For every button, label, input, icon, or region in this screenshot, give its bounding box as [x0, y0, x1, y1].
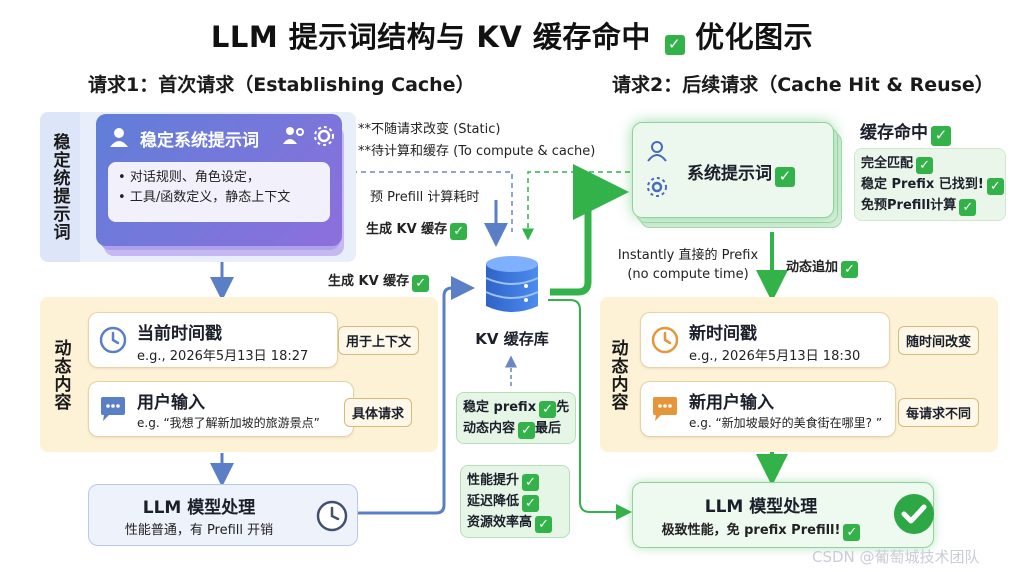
user-input-title: 用户输入 [137, 393, 205, 413]
new-timestamp-sub: e.g., 2026年5月13日 18:30 [689, 349, 861, 364]
cache-hit-line: 稳定 Prefix 已找到!✓ [861, 174, 1004, 195]
system-card-title: 稳定系统提示词 [140, 131, 259, 151]
new-user-input-title: 新用户输入 [689, 393, 774, 413]
title-text: LLM 提示词结构与 KV 缓存命中 [210, 20, 651, 54]
order-line-1: 稳定 prefix✓先 [463, 400, 570, 418]
clock-icon [315, 499, 349, 533]
cache-hit-line: 完全匹配✓ [861, 153, 999, 174]
arrow-llm-to-kv [358, 276, 475, 515]
prefill-cost-label: 预 Prefill 计算耗时 [368, 186, 482, 205]
check-icon: ✓ [535, 516, 553, 533]
check-icon: ✓ [412, 275, 430, 292]
performance-badge: 性能提升✓ 延迟降低✓ 资源效率高✓ [460, 465, 570, 538]
left-llm-card: LLM 模型处理 性能普通，有 Prefill 开销 [88, 484, 358, 546]
check-icon: ✓ [522, 495, 540, 512]
user-icon [645, 139, 669, 163]
stable-vertical-label: 稳定统提示词 [40, 112, 80, 262]
clock-icon [99, 326, 127, 354]
instant-line-1: Instantly 直接的 Prefix [617, 248, 759, 263]
title-suffix: 优化图示 [695, 20, 814, 54]
dashed-hit-line [522, 171, 630, 241]
timestamp-card: 当前时间戳 e.g., 2026年5月13日 18:27 [88, 312, 338, 368]
check-icon: ✓ [959, 199, 977, 216]
watermark: CSDN @葡萄城技术团队 [812, 548, 980, 566]
left-heading: 请求1：首次请求（Establishing Cache） [88, 74, 475, 96]
perf-line: 性能提升✓ [467, 470, 563, 491]
right-heading: 请求2：后续请求（Cache Hit & Reuse） [612, 74, 994, 96]
system-card-bullets: • 对话规则、角色设定， • 工具/函数定义，静态上下文 [108, 162, 330, 222]
user-input-card: 用户输入 e.g. “我想了解新加坡的旅游景点” [88, 381, 354, 437]
new-user-input-tag: 每请求不同 [898, 398, 980, 427]
user-icon [108, 126, 130, 148]
chat-bubble-icon [99, 396, 127, 422]
right-system-prompt-card: 系统提示词✓ [632, 122, 834, 218]
timestamp-title: 当前时间戳 [137, 324, 222, 344]
gen-kv-label-1: 生成 KV 缓存✓ [366, 218, 468, 240]
gen-kv-label-2: 生成 KV 缓存✓ [328, 270, 430, 292]
kv-store-label: KV 缓存库 [475, 330, 549, 348]
note-compute: **待计算和缓存 (To compute & cache) [358, 144, 596, 159]
left-dynamic-vertical-label: 动态内容 [50, 338, 71, 411]
new-timestamp-card: 新时间戳 e.g., 2026年5月13日 18:30 [640, 312, 890, 368]
check-icon: ✓ [450, 223, 468, 240]
check-icon: ✓ [664, 34, 685, 55]
timestamp-tag: 用于上下文 [338, 326, 420, 355]
check-icon: ✓ [518, 422, 536, 439]
instant-line-2: (no compute time) [627, 267, 749, 282]
cache-hit-details: 完全匹配✓ 稳定 Prefix 已找到!✓ 免预Prefill计算✓ [854, 148, 1006, 221]
chat-bubble-icon [651, 396, 679, 422]
new-user-input-sub: e.g. “新加坡最好的美食街在哪里? ” [689, 416, 883, 430]
new-timestamp-tag: 随时间改变 [898, 326, 980, 355]
check-icon: ✓ [522, 474, 540, 491]
new-user-input-card: 新用户输入 e.g. “新加坡最好的美食街在哪里? ” [640, 381, 896, 437]
left-llm-title: LLM 模型处理 [142, 498, 256, 518]
right-llm-card: LLM 模型处理 极致性能，免 prefix Prefill!✓ [632, 482, 934, 548]
order-line-2: 动态内容✓最后 [463, 421, 562, 439]
page-title: LLM 提示词结构与 KV 缓存命中 ✓ 优化图示 [0, 14, 1024, 56]
timestamp-sub: e.g., 2026年5月13日 18:27 [137, 349, 309, 364]
clock-icon [651, 326, 679, 354]
check-icon: ✓ [986, 178, 1004, 195]
gear-icon [312, 124, 336, 148]
left-llm-sub: 性能普通，有 Prefill 开销 [124, 523, 274, 538]
arrow-kv-to-right-llm [548, 299, 632, 520]
system-prompt-card: 稳定系统提示词 • 对话规则、角色设定， • 工具/函数定义，静态上下文 [96, 114, 342, 246]
check-icon: ✓ [539, 401, 557, 418]
dashed-prefill-line [352, 171, 513, 232]
right-llm-title: LLM 模型处理 [704, 497, 818, 517]
check-icon: ✓ [841, 261, 859, 278]
user-input-sub: e.g. “我想了解新加坡的旅游景点” [137, 416, 320, 430]
bullet-item: • 工具/函数定义，静态上下文 [118, 190, 291, 205]
note-static: **不随请求改变 (Static) [358, 122, 501, 137]
check-icon: ✓ [843, 524, 861, 541]
cache-hit-title: 缓存命中✓ [860, 118, 951, 146]
check-icon: ✓ [775, 166, 795, 187]
instant-prefix-label: Instantly 直接的 Prefix (no compute time) [604, 246, 772, 284]
right-dynamic-vertical-label: 动态内容 [607, 338, 628, 411]
users-gear-icon [282, 124, 306, 148]
cache-hit-line: 免预Prefill计算✓ [861, 195, 999, 216]
database-icon [480, 252, 544, 318]
order-badge: 稳定 prefix✓先 动态内容✓最后 [456, 392, 576, 444]
check-icon: ✓ [931, 125, 951, 146]
dynamic-append-label: 动态追加✓ [786, 256, 859, 278]
check-icon: ✓ [916, 157, 934, 174]
perf-line: 延迟降低✓ [467, 491, 563, 512]
right-llm-sub: 极致性能，免 prefix Prefill!✓ [633, 519, 889, 541]
new-timestamp-title: 新时间戳 [689, 324, 757, 344]
arrow-kv-to-right-system [550, 164, 629, 296]
user-input-tag: 具体请求 [344, 398, 413, 427]
perf-line: 资源效率高✓ [467, 512, 563, 533]
gear-icon [645, 175, 669, 199]
success-check-icon [892, 492, 936, 536]
bullet-item: • 对话规则、角色设定， [118, 170, 260, 185]
right-system-card-title: 系统提示词✓ [687, 159, 795, 187]
